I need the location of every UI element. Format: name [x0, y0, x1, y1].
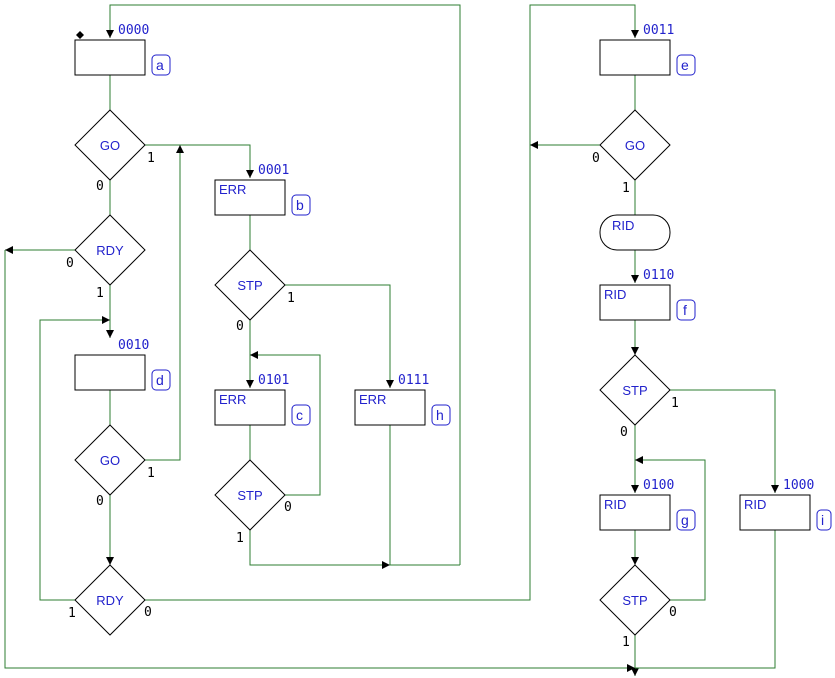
- state-output: ERR: [219, 182, 246, 197]
- decision-go-2: GO 1 0: [74, 424, 155, 509]
- svg-text:1: 1: [622, 635, 630, 650]
- state-code: 1000: [783, 478, 814, 493]
- svg-text:STP: STP: [237, 488, 262, 503]
- svg-text:1: 1: [96, 286, 104, 301]
- svg-text:1: 1: [287, 291, 295, 306]
- svg-text:RID: RID: [612, 218, 634, 233]
- state-tag: b: [296, 197, 304, 213]
- svg-text:0: 0: [620, 425, 628, 440]
- svg-text:0: 0: [592, 151, 600, 166]
- state-code: 0100: [643, 478, 674, 493]
- state-h: ERR 0111 h: [354, 373, 451, 426]
- decision-stp-4: STP 1 0: [599, 564, 677, 650]
- svg-text:0: 0: [96, 179, 104, 194]
- state-code: 0110: [643, 268, 674, 283]
- state-tag: i: [821, 512, 824, 528]
- svg-text:RDY: RDY: [96, 243, 124, 258]
- svg-text:1: 1: [147, 466, 155, 481]
- state-output: RID: [744, 497, 766, 512]
- svg-text:0: 0: [236, 319, 244, 334]
- svg-text:RDY: RDY: [96, 593, 124, 608]
- state-e: 0011 e: [599, 23, 696, 76]
- svg-text:GO: GO: [625, 138, 645, 153]
- decision-go-1: GO 1 0: [74, 109, 155, 194]
- state-tag: c: [296, 407, 303, 423]
- state-output: ERR: [219, 392, 246, 407]
- svg-text:1: 1: [147, 151, 155, 166]
- state-d: 0010 d: [74, 338, 171, 391]
- state-tag: f: [683, 302, 687, 318]
- state-tag: d: [156, 372, 164, 388]
- state-f: RID 0110 f: [599, 268, 696, 321]
- svg-text:0: 0: [284, 500, 292, 515]
- state-i: RID 1000 i: [739, 478, 832, 531]
- state-g: RID 0100 g: [599, 478, 696, 531]
- state-code: 0011: [643, 23, 674, 38]
- decision-rdy-1: RDY 1 0: [66, 214, 146, 301]
- state-tag: e: [681, 57, 689, 73]
- state-output: RID: [604, 497, 626, 512]
- state-code: 0000: [118, 23, 149, 38]
- state-tag: g: [681, 512, 689, 528]
- svg-text:STP: STP: [622, 383, 647, 398]
- decision-stp-1: STP 1 0: [214, 249, 295, 334]
- state-output: RID: [604, 287, 626, 302]
- svg-text:0: 0: [96, 494, 104, 509]
- state-tag: a: [156, 57, 164, 73]
- state-code: 0001: [258, 163, 289, 178]
- state-tag: h: [436, 407, 444, 423]
- state-b: ERR 0001 b: [214, 163, 311, 216]
- svg-text:GO: GO: [100, 138, 120, 153]
- svg-text:STP: STP: [237, 278, 262, 293]
- svg-text:1: 1: [236, 531, 244, 546]
- svg-text:1: 1: [622, 181, 630, 196]
- svg-text:1: 1: [68, 606, 76, 621]
- svg-text:STP: STP: [622, 593, 647, 608]
- state-c: ERR 0101 c: [214, 373, 311, 426]
- decision-go-3: GO 1 0: [592, 109, 671, 196]
- connections: [4, 4, 779, 676]
- svg-text:1: 1: [671, 396, 679, 411]
- svg-text:0: 0: [669, 605, 677, 620]
- decision-stp-2: STP 1 0: [214, 459, 292, 546]
- decision-rdy-2: RDY 1 0: [68, 564, 152, 636]
- state-output: ERR: [359, 392, 386, 407]
- state-code: 0101: [258, 373, 289, 388]
- svg-text:GO: GO: [100, 453, 120, 468]
- state-code: 0010: [118, 338, 149, 353]
- state-a: 0000 a: [74, 23, 171, 76]
- svg-text:0: 0: [144, 605, 152, 620]
- wire-top-loop: [106, 4, 461, 565]
- decision-stp-3: STP 1 0: [599, 354, 679, 440]
- conditional-output-rid: RID: [599, 214, 671, 251]
- start-marker: [76, 31, 84, 39]
- svg-text:0: 0: [66, 256, 74, 271]
- state-code: 0111: [398, 373, 429, 388]
